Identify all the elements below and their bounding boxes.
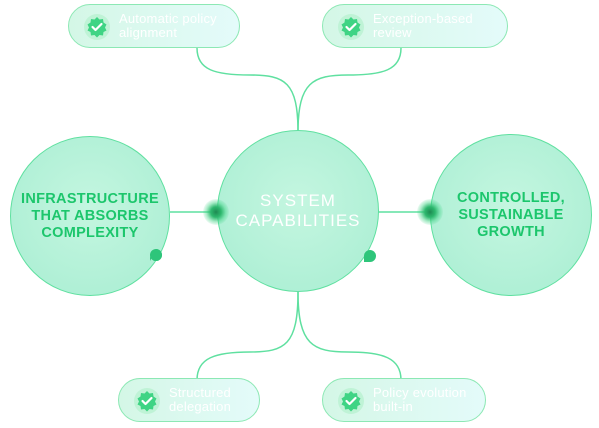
- node-bottom-left-label: Structured delegation: [169, 385, 231, 414]
- left-circle: INFRASTRUCTURE THAT ABSORBS COMPLEXITY: [10, 136, 170, 296]
- right-circle-label: CONTROLLED, SUSTAINABLE GROWTH: [456, 189, 565, 240]
- check-badge-icon: [338, 388, 364, 414]
- center-circle-label: SYSTEM CAPABILITIES: [235, 191, 361, 230]
- connector-top-right: [297, 47, 402, 133]
- connector-bottom-left: [196, 291, 299, 381]
- pin-marker-center: [364, 250, 376, 262]
- node-bottom-right-label: Policy evolution built-in: [373, 385, 467, 414]
- connector-top-left: [196, 47, 299, 133]
- node-top-right-label: Exception-based review: [373, 11, 473, 40]
- node-bottom-left: Structured delegation: [118, 378, 260, 422]
- glow-dot-right: [417, 199, 443, 225]
- center-circle: SYSTEM CAPABILITIES: [217, 130, 379, 292]
- left-circle-label: INFRASTRUCTURE THAT ABSORBS COMPLEXITY: [21, 190, 159, 241]
- node-top-left: Automatic policy alignment: [68, 4, 240, 48]
- node-top-left-label: Automatic policy alignment: [119, 11, 217, 40]
- node-top-right: Exception-based review: [322, 4, 508, 48]
- check-badge-icon: [338, 14, 364, 40]
- pin-marker-left: [150, 249, 162, 261]
- connector-bottom-right: [297, 291, 402, 381]
- node-bottom-right: Policy evolution built-in: [322, 378, 486, 422]
- right-circle: CONTROLLED, SUSTAINABLE GROWTH: [430, 134, 592, 296]
- glow-dot-left: [203, 199, 229, 225]
- check-badge-icon: [134, 388, 160, 414]
- check-badge-icon: [84, 14, 110, 40]
